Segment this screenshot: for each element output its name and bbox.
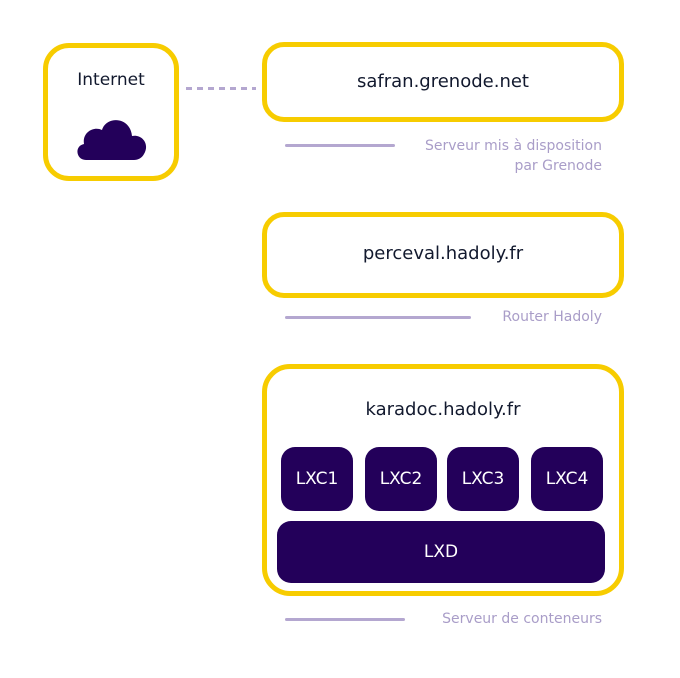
caption-line (285, 144, 395, 147)
caption-text: Serveur mis à disposition (424, 138, 602, 154)
internet-label: Internet (77, 70, 145, 90)
lxd-base: LXD (277, 521, 605, 583)
caption-line (285, 316, 471, 319)
node-caption: Serveur mis à disposition par Grenode (425, 136, 602, 176)
container-lxc1: LXC1 (281, 447, 353, 511)
node-title: karadoc.hadoly.fr (365, 399, 521, 420)
node-caption: Router Hadoly (502, 309, 602, 325)
node-perceval: perceval.hadoly.fr (262, 212, 624, 298)
node-safran: safran.grenode.net (262, 42, 624, 122)
node-title: safran.grenode.net (357, 71, 529, 92)
caption-text: par Grenode (514, 158, 602, 174)
connector-dashed-line (186, 87, 256, 90)
container-lxc3: LXC3 (447, 447, 519, 511)
node-caption: Serveur de conteneurs (442, 611, 602, 627)
cloud-icon (77, 120, 147, 160)
node-title: perceval.hadoly.fr (362, 243, 524, 264)
caption-line (285, 618, 405, 621)
container-lxc4: LXC4 (531, 447, 603, 511)
container-lxc2: LXC2 (365, 447, 437, 511)
internet-node: Internet (43, 43, 179, 181)
node-karadoc: karadoc.hadoly.fr LXC1 LXC2 LXC3 LXC4 LX… (262, 364, 624, 596)
